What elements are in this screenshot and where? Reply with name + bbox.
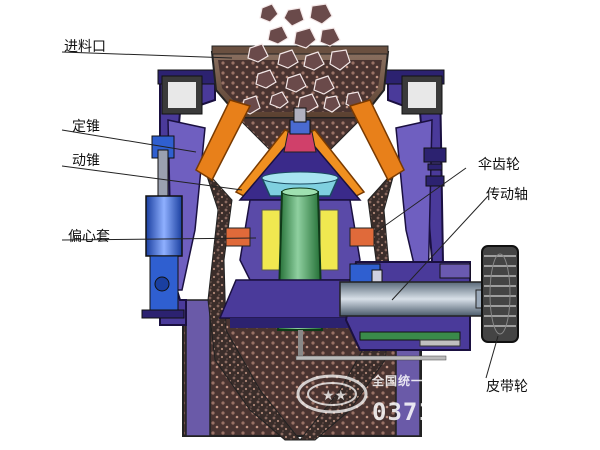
socket-cap [260,171,340,197]
label-eccentric-sleeve: 偏心套 [68,229,110,245]
falling-rocks [241,3,363,115]
label-drive-shaft: 传动轴 [486,187,528,203]
label-fixed-cone: 定锥 [72,119,100,135]
pulley [481,245,519,343]
watermark-brand: 全国统一热线 [372,374,451,388]
right-bolts [423,147,447,187]
leader-lines [61,51,499,379]
hydraulic-cylinder [141,135,185,319]
watermark-phone: 0371－6777 2727 [372,398,598,426]
label-moving-cone: 动锥 [72,153,100,169]
watermark-emblem: ★★ [296,374,368,414]
svg-text:★★: ★★ [322,388,347,404]
label-pulley: 皮带轮 [486,379,528,395]
drive-shaft-assembly [339,261,487,351]
fixed-cone-liner [195,99,405,182]
label-bevel-gear: 伞齿轮 [478,157,520,173]
label-feed-inlet: 进料口 [64,39,106,55]
